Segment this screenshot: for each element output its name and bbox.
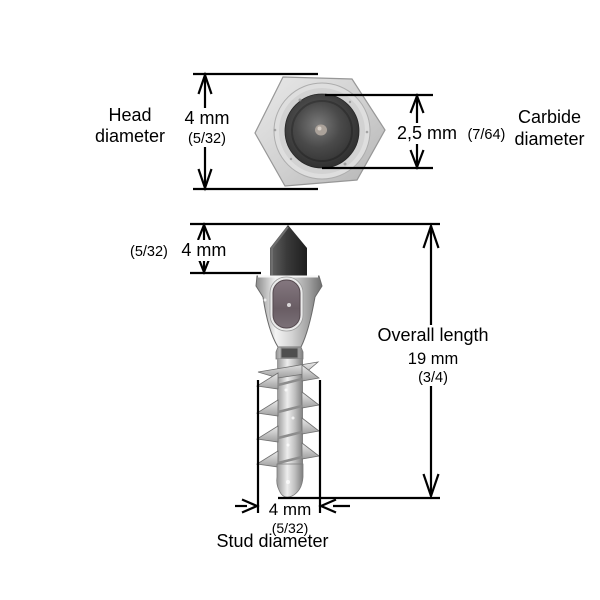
stud-diameter-fraction: (5/32): [271, 519, 309, 536]
head-diameter-fraction: (5/32): [188, 130, 226, 147]
carbide-diameter-mm: 2,5 mm: [397, 123, 458, 143]
stud-diameter-dimension: [235, 380, 350, 514]
thread-crests-left: [255, 372, 279, 468]
head-diameter-label: Head diameter: [70, 105, 190, 147]
overall-length-title: Overall length: [377, 325, 489, 345]
head-diameter-label-line1: Head: [108, 105, 152, 125]
head-diameter-mm: 4 mm: [184, 108, 230, 128]
arrow-up-icon: [409, 92, 425, 114]
arrow-left-icon: [318, 498, 337, 514]
arrow-down-icon: [197, 168, 213, 192]
arrow-up-icon: [196, 222, 212, 241]
carbide-diameter-label-line2: diameter: [514, 129, 585, 149]
collar-inset: [272, 279, 301, 329]
thread-crests-right: [301, 364, 320, 460]
carbide-diameter-label-line1: Carbide: [517, 107, 582, 127]
arrow-down-icon: [422, 473, 440, 500]
thread-helix-lines: [277, 377, 303, 465]
carbide-diameter-value: 2,5 mm (7/64): [395, 123, 508, 145]
head-diameter-label-line2: diameter: [94, 126, 166, 146]
arrow-right-icon: [241, 498, 260, 514]
arrow-up-icon: [422, 222, 440, 249]
overall-length-label: Overall length 19 mm (3/4): [366, 325, 500, 387]
arrow-down-icon: [196, 256, 212, 275]
overall-length-mm: 19 mm: [407, 349, 459, 368]
metal-speckle: [273, 98, 369, 166]
carbide-center-dot: [315, 124, 327, 136]
carbide-pin: [270, 225, 307, 277]
stud-diameter-label: Stud diameter: [216, 531, 329, 551]
tip-height-value: (5/32) 4 mm: [128, 240, 229, 262]
stud-diameter-value: 4 mm (5/32): [260, 500, 320, 536]
carbide-diameter-label: Carbide diameter: [492, 106, 600, 150]
arrow-up-icon: [197, 71, 213, 95]
stud-head-top-view: [254, 76, 386, 187]
stud-bottom-tip: [276, 463, 304, 498]
arrow-down-icon: [409, 149, 425, 171]
carbide-diameter-fraction: (7/64): [467, 127, 506, 143]
head-diameter-value: 4 mm (5/32): [176, 108, 238, 148]
overall-length-fraction: (3/4): [418, 369, 448, 386]
stud-side-view: [255, 225, 323, 498]
stud-diameter-mm: 4 mm: [268, 500, 312, 519]
tip-height-fraction: (5/32): [130, 244, 168, 260]
metal-sparkle: [263, 298, 295, 484]
tip-height-mm: 4 mm: [181, 240, 227, 260]
